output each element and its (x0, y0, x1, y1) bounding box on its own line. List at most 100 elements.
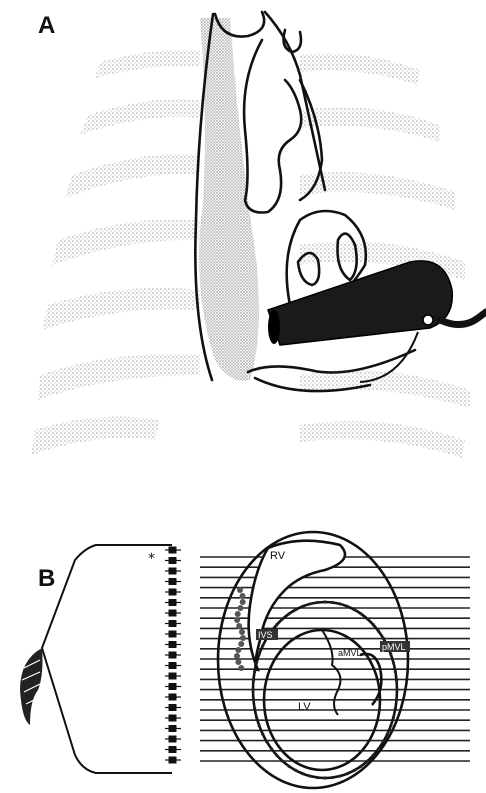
wall-dot (395, 679, 398, 682)
wall-dot (386, 732, 389, 735)
wall-dot (294, 769, 297, 772)
wall-dot (353, 608, 356, 611)
wall-dot (251, 688, 254, 691)
wall-dot (301, 605, 304, 608)
mediastinum-right-border (265, 12, 325, 190)
element-block (170, 706, 175, 710)
element-block (170, 653, 175, 657)
wall-dot (377, 747, 380, 750)
panel-b-letter: B (38, 565, 55, 592)
wall-dot (372, 754, 375, 757)
wall-dot (366, 617, 369, 620)
wall-dot (359, 765, 362, 768)
element-star: * (148, 551, 155, 567)
probe-button (423, 315, 433, 325)
wall-dot (287, 612, 290, 615)
rib (300, 53, 420, 85)
rv-label: RV (270, 550, 286, 562)
wall-dot (252, 698, 255, 701)
rib (42, 288, 200, 330)
transducer-housing (42, 545, 172, 773)
wall-dot (372, 623, 375, 626)
wall-dot (258, 653, 261, 656)
pulmonary-trunk (244, 40, 301, 213)
septal-dot (234, 653, 240, 659)
wall-dot (331, 601, 334, 604)
wall-dot (382, 637, 385, 640)
element-block (170, 674, 175, 678)
wall-dot (389, 653, 392, 656)
wall-dot (265, 740, 268, 743)
wall-dot (377, 630, 380, 633)
panel-a-letter: A (38, 12, 55, 39)
wall-dot (353, 769, 356, 772)
element-block (170, 601, 175, 605)
transducer-cable (20, 648, 43, 725)
wall-dot (275, 623, 278, 626)
wall-dot (270, 747, 273, 750)
rib (300, 107, 440, 142)
anterior-mitral-leaflet (322, 630, 340, 715)
wall-dot (346, 605, 349, 608)
element-block (170, 643, 175, 647)
wall-dot (253, 670, 256, 673)
septal-dot (240, 635, 246, 641)
amvl-label: aMVL (338, 648, 362, 658)
wall-dot (275, 754, 278, 757)
wall-dot (395, 688, 398, 691)
lv-label: LV (298, 701, 311, 713)
element-block (170, 737, 175, 741)
wall-dot (346, 772, 349, 775)
septal-dot (235, 647, 241, 653)
rib (80, 99, 200, 135)
rib (65, 154, 200, 198)
septal-dot (239, 629, 245, 635)
element-ticks (165, 548, 181, 762)
wall-dot (281, 617, 284, 620)
septal-dot (240, 599, 246, 605)
element-block (170, 622, 175, 626)
wall-dot (308, 602, 311, 605)
wall-dot (316, 601, 319, 604)
element-block (170, 559, 175, 563)
septal-dot (238, 641, 244, 647)
wall-dot (258, 724, 261, 727)
wall-dot (323, 776, 326, 779)
rib (300, 421, 465, 458)
element-block (170, 664, 175, 668)
wall-dot (392, 661, 395, 664)
wall-dot (281, 760, 284, 763)
septal-dot (235, 611, 241, 617)
wall-dot (395, 698, 398, 701)
septal-dot (240, 593, 246, 599)
wall-dot (389, 724, 392, 727)
rib (32, 417, 160, 455)
rib (38, 354, 200, 400)
wall-dot (323, 600, 326, 603)
pmvl-label: pMVL (382, 642, 406, 652)
rib (52, 219, 200, 265)
wall-dot (316, 776, 319, 779)
diaphragm-line (248, 350, 415, 373)
element-block (170, 685, 175, 689)
septal-dot (235, 659, 241, 665)
wall-dot (366, 760, 369, 763)
element-block (170, 611, 175, 615)
wall-dot (382, 740, 385, 743)
wall-dot (301, 772, 304, 775)
element-block (170, 580, 175, 584)
element-block (170, 727, 175, 731)
wall-dot (338, 602, 341, 605)
wall-dot (287, 765, 290, 768)
rib-cage (32, 18, 470, 458)
wall-dot (392, 716, 395, 719)
wall-dot (359, 612, 362, 615)
wall-dot (255, 716, 258, 719)
element-block (170, 569, 175, 573)
wall-dot (252, 679, 255, 682)
element-block (170, 716, 175, 720)
element-block (170, 748, 175, 752)
wall-dot (261, 644, 264, 647)
